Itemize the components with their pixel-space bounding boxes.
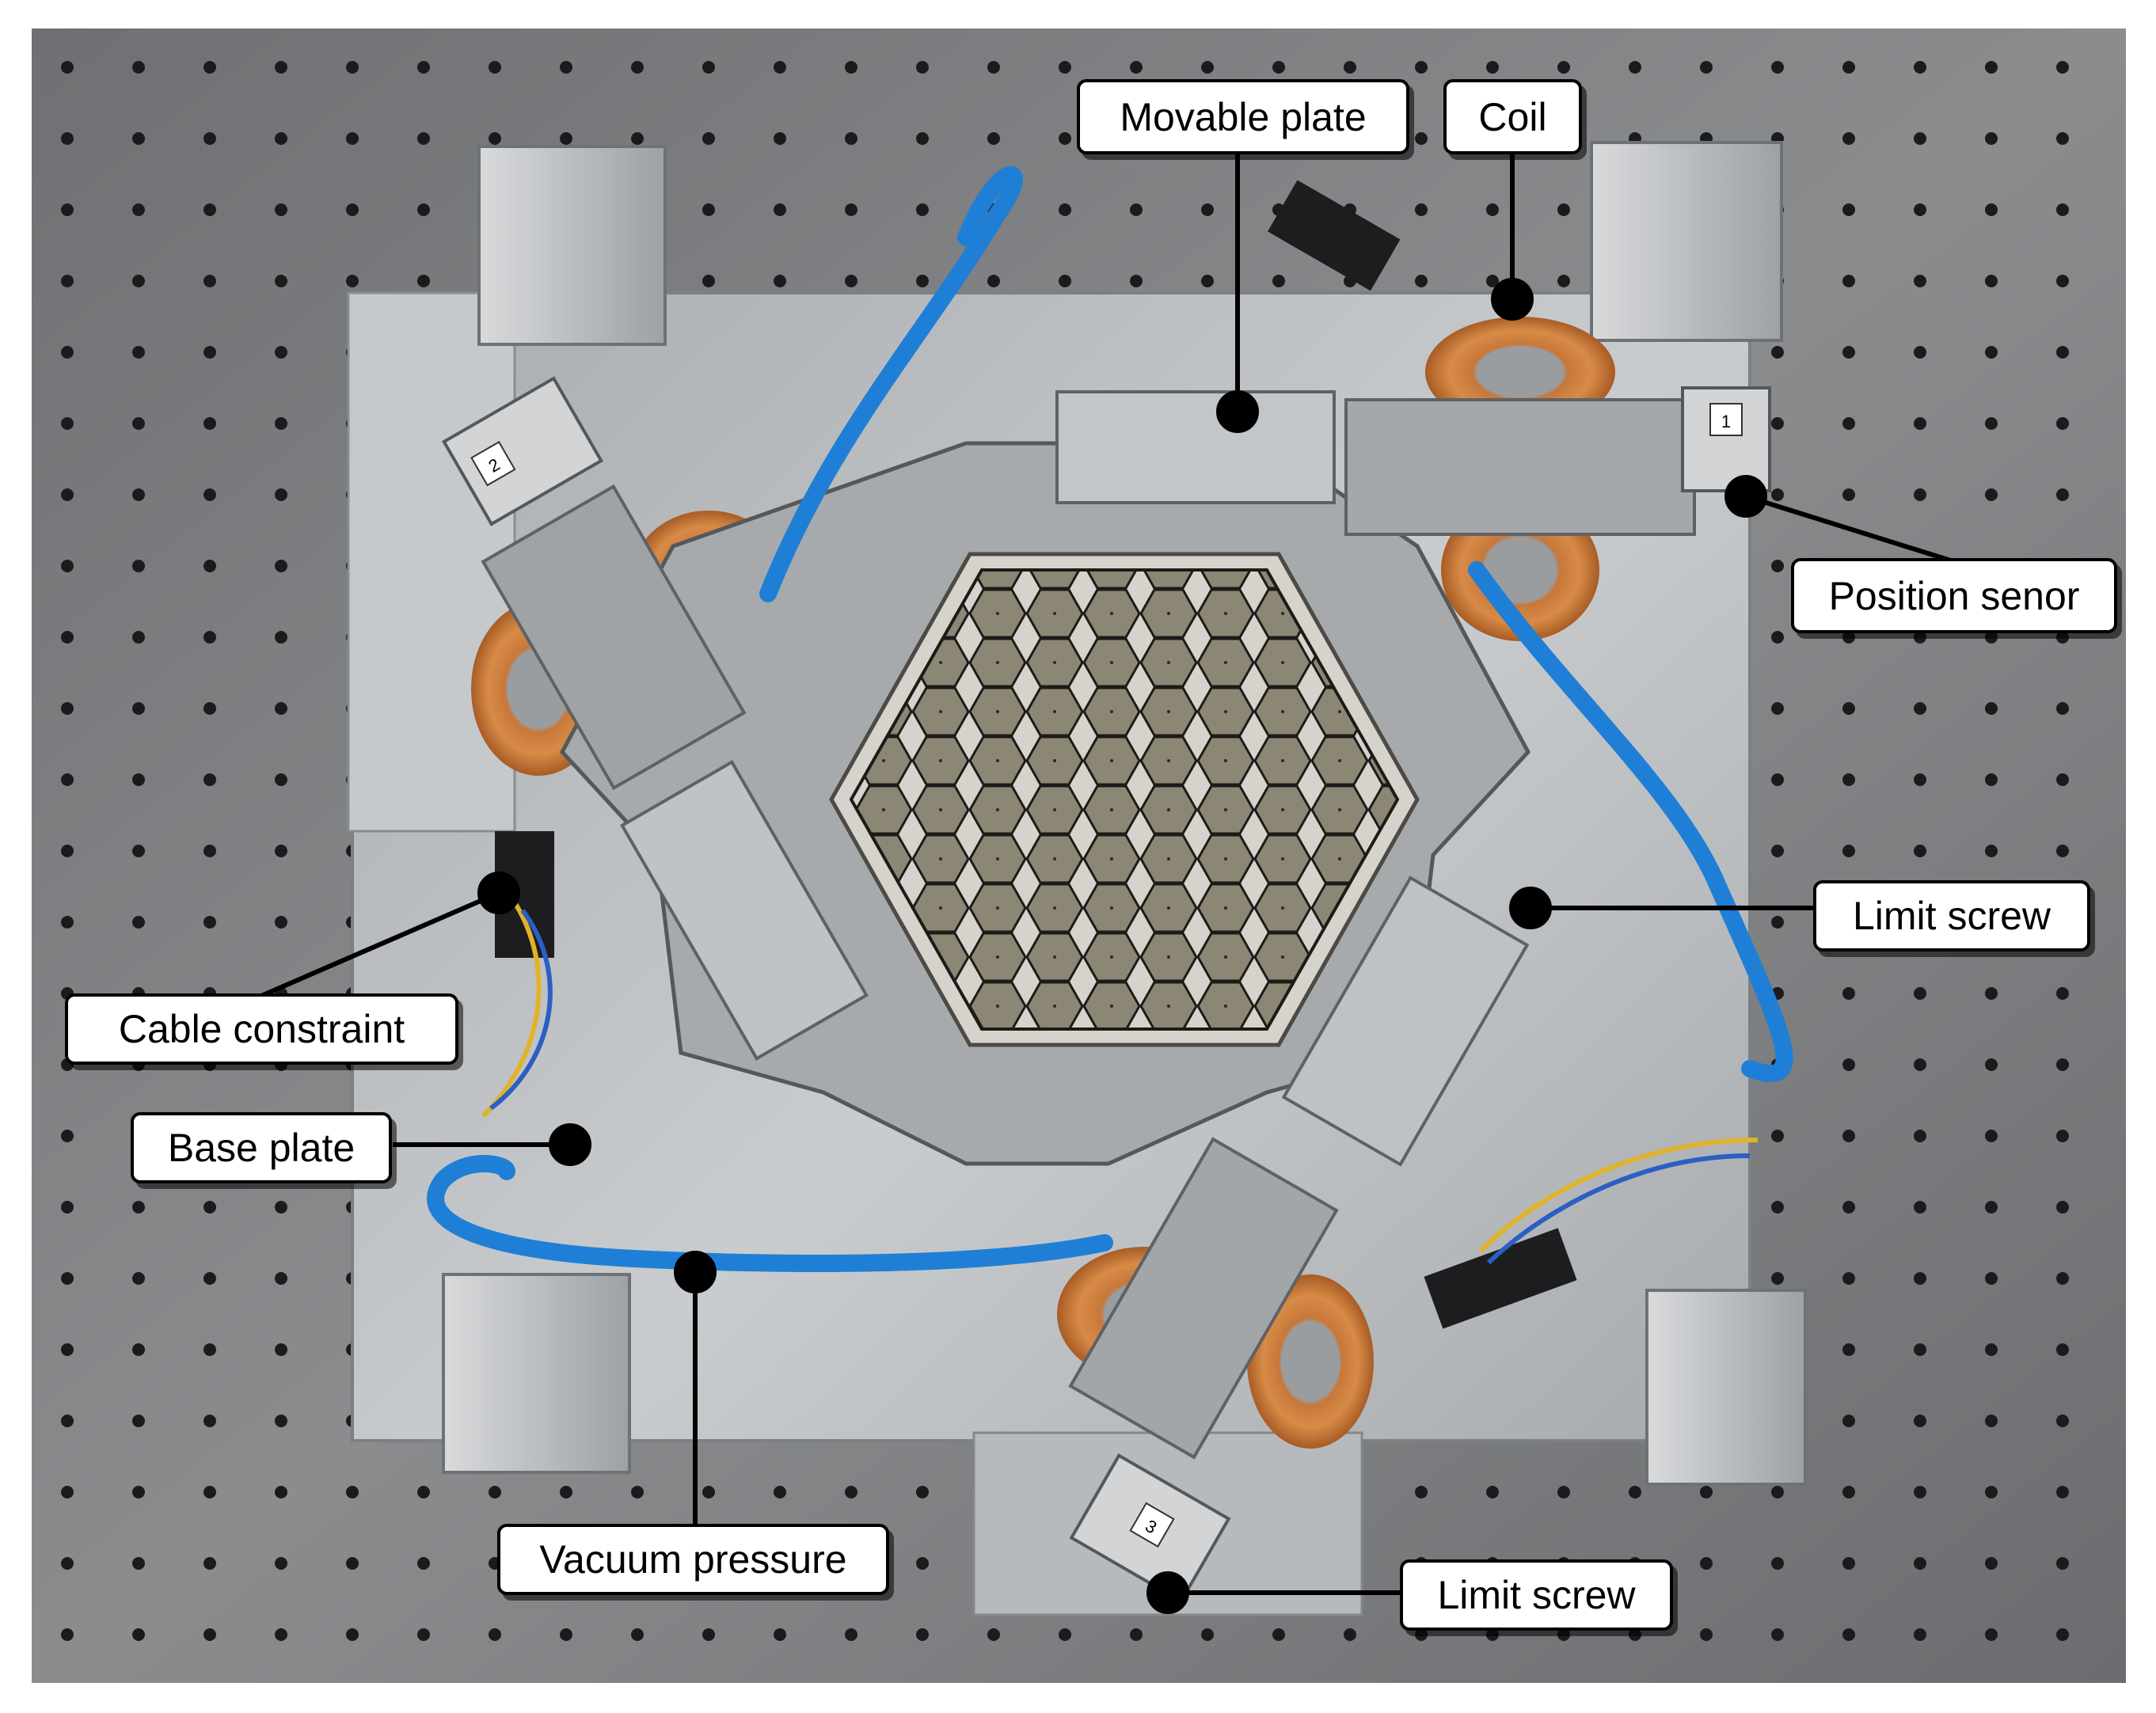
actuator-housing-lower-left xyxy=(619,760,869,1061)
label-position-sensor: Position senor xyxy=(1791,558,2117,633)
coil xyxy=(1247,1274,1374,1449)
cable-constraint-clamp xyxy=(1424,1228,1577,1329)
vacuum-tube xyxy=(759,165,1023,602)
corner-block-top-left xyxy=(477,145,667,346)
label-limit-screw-bottom: Limit screw xyxy=(1400,1559,1673,1631)
sensor-wire xyxy=(1478,1138,1759,1253)
label-limit-screw-right: Limit screw xyxy=(1813,880,2090,951)
sensor-wire xyxy=(481,901,542,1119)
hexagonal-mirror-array xyxy=(849,568,1400,1031)
unit-number-tag: 1 xyxy=(1721,412,1731,431)
actuator-housing-bottom xyxy=(1068,1137,1339,1460)
label-vacuum-pressure: Vacuum pressure xyxy=(497,1524,889,1595)
corner-block-top-right xyxy=(1590,141,1783,342)
vacuum-tube xyxy=(1468,561,1793,1083)
leader-line-position-sensor xyxy=(1745,494,1956,564)
label-base-plate: Base plate xyxy=(131,1112,392,1183)
label-movable-plate: Movable plate xyxy=(1077,79,1409,154)
leader-lines xyxy=(260,149,1956,1614)
position-sensor-unit-1: 1 xyxy=(1681,386,1771,492)
photo: 1 2 3 xyxy=(32,28,2126,1683)
cable-constraint-clamp xyxy=(1268,180,1401,291)
sensor-wire xyxy=(489,909,553,1111)
leader-line-cable-constraint xyxy=(260,891,500,998)
actuator-housing-top-right xyxy=(1344,398,1696,536)
leader-dot-movable-plate xyxy=(1216,390,1259,433)
position-sensor-unit-2: 2 xyxy=(441,376,604,526)
sensor-wire xyxy=(1486,1153,1751,1265)
label-cable-constraint: Cable constraint xyxy=(65,993,458,1065)
label-coil: Coil xyxy=(1443,79,1582,154)
leader-dot-vacuum-pressure xyxy=(674,1251,717,1293)
actuator-housing-top xyxy=(1055,390,1336,504)
leader-dot-base-plate xyxy=(549,1123,591,1166)
leader-dot-cable-constraint xyxy=(477,872,520,914)
position-sensor-unit-3: 3 xyxy=(1069,1453,1231,1604)
vacuum-tube xyxy=(427,1155,1113,1272)
leader-dot-coil xyxy=(1491,278,1534,321)
corner-block-bottom-right xyxy=(1645,1289,1807,1486)
leader-dot-position-sensor xyxy=(1724,475,1767,518)
leader-dot-limit-screw-bottom xyxy=(1146,1571,1189,1614)
actuator-housing-lower-right xyxy=(1281,875,1530,1167)
actuator-housing-left xyxy=(481,484,747,791)
leader-dot-limit-screw-right xyxy=(1509,887,1552,929)
corner-block-bottom-left xyxy=(442,1273,631,1474)
